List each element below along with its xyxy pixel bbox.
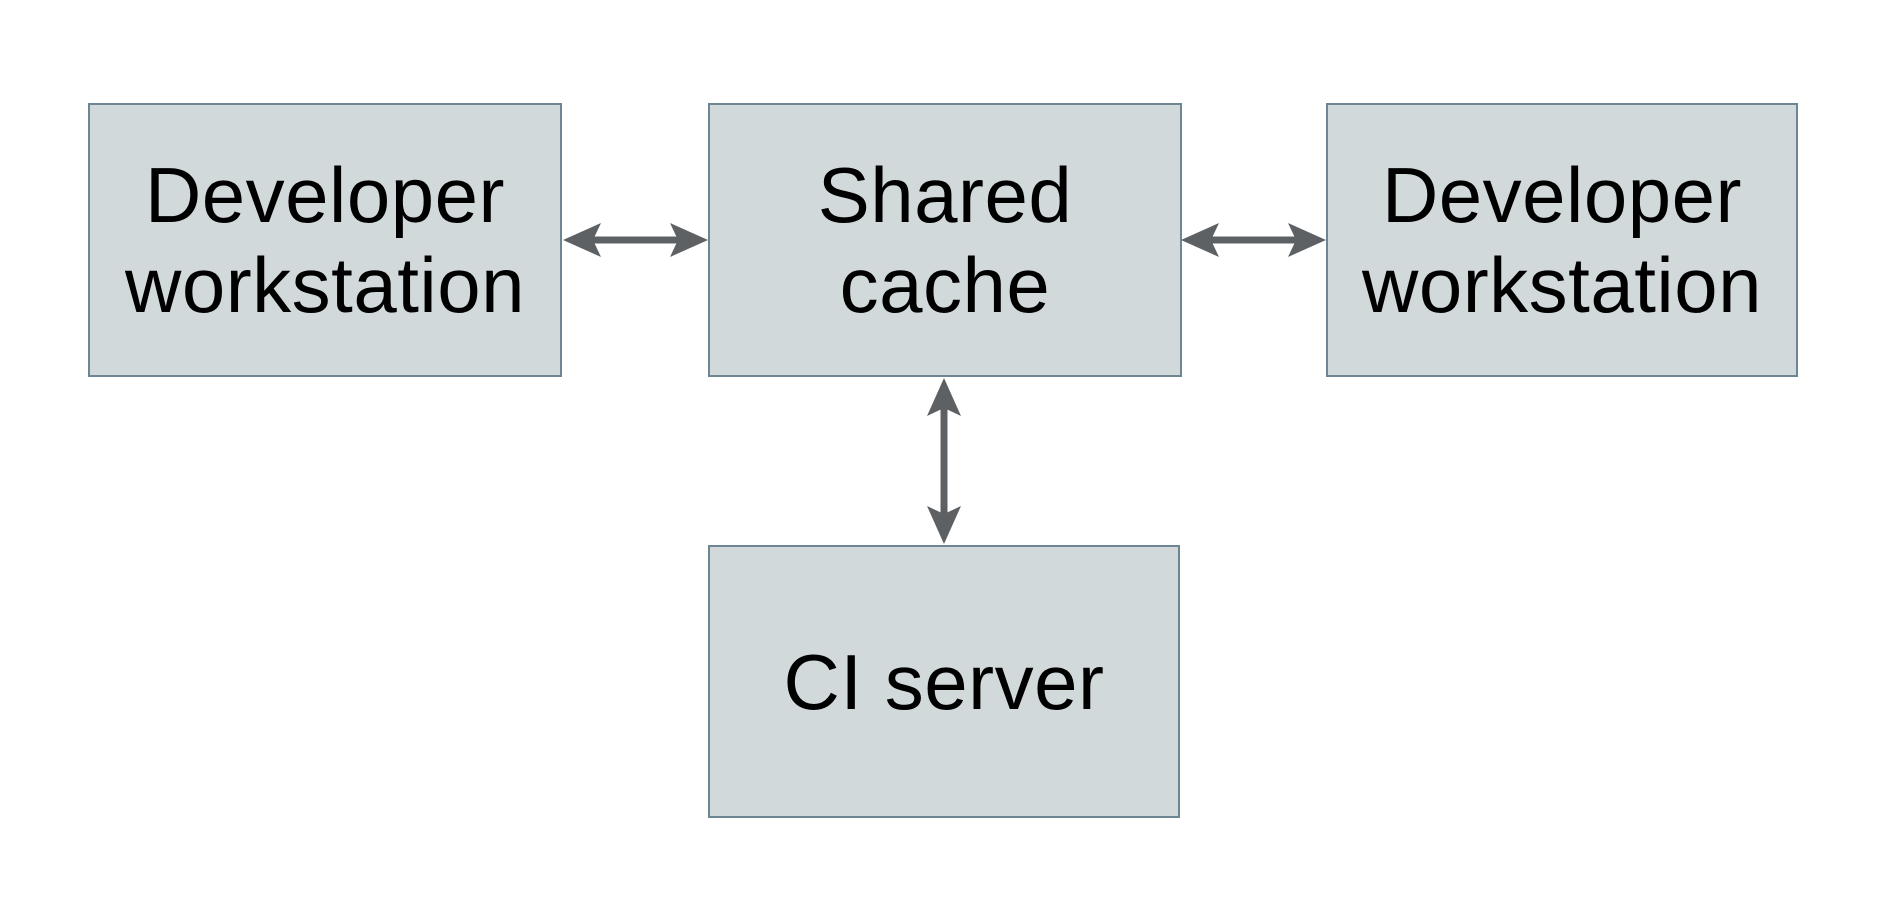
- node-ci-server: CI server: [708, 545, 1180, 818]
- bidirectional-arrow-shared-cache-workstation-right: [1181, 223, 1326, 257]
- node-label-developer-workstation-left: Developer workstation: [125, 151, 525, 329]
- node-label-shared-cache: Shared cache: [817, 151, 1073, 329]
- node-developer-workstation-left: Developer workstation: [88, 103, 562, 377]
- node-developer-workstation-right: Developer workstation: [1326, 103, 1798, 377]
- node-label-developer-workstation-right: Developer workstation: [1362, 151, 1762, 329]
- node-shared-cache: Shared cache: [708, 103, 1182, 377]
- bidirectional-arrow-workstation-left-shared-cache: [563, 223, 708, 257]
- node-label-ci-server: CI server: [783, 637, 1105, 726]
- bidirectional-arrow-shared-cache-ci-server: [927, 378, 961, 544]
